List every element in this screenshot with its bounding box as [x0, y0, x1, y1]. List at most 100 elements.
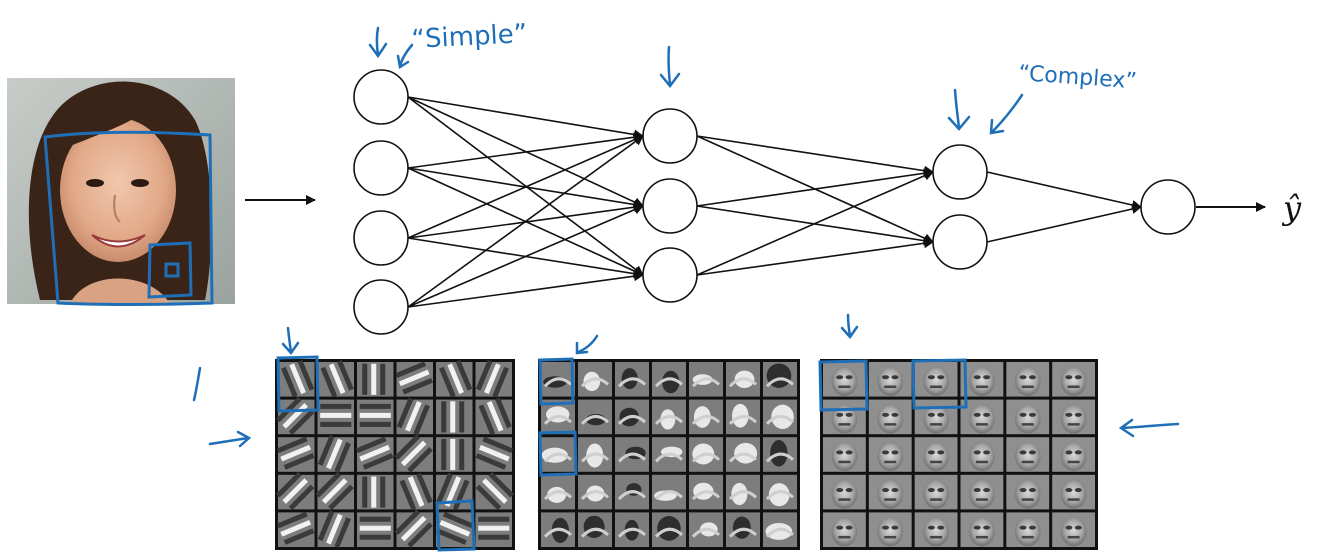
edge-l2-1-to-1 [696, 135, 934, 176]
node-layer3-2 [932, 214, 988, 270]
face-annotation-boxes [43, 130, 214, 306]
part-features-tile [689, 399, 723, 435]
face-features-tile [1006, 512, 1050, 547]
output-label: ŷ [1281, 189, 1302, 227]
part-features-tile [541, 512, 575, 547]
edge-l1-4-to-2 [407, 204, 644, 308]
edge-l1-2-to-1 [407, 132, 644, 169]
part-features-tile [652, 399, 686, 435]
edge-l1-3-to-1 [407, 134, 644, 239]
edge-features-tile [436, 437, 473, 472]
edge-features-tile [475, 359, 512, 398]
face-features-tile [823, 362, 866, 397]
part-features-tile [763, 437, 797, 472]
edge-features-tile [357, 362, 394, 397]
edge-features-tile [475, 436, 514, 472]
face-features-tile [960, 362, 1004, 397]
edge-l3-2-to-1 [986, 204, 1142, 243]
face-features-tile [1052, 474, 1095, 510]
part-features-tile [615, 362, 649, 397]
edge-l1-1-to-3 [407, 96, 644, 276]
edge-features-tile [394, 509, 433, 548]
part-features-tile [689, 474, 723, 510]
face-features-tile [868, 474, 912, 510]
edge-features-tile [396, 397, 433, 436]
edge-features-panel [275, 355, 515, 552]
network-edges [407, 96, 1142, 308]
part-features-tile [615, 437, 649, 472]
part-features-tile [726, 399, 760, 435]
part-features-tile [541, 399, 575, 435]
edge-features-tile [436, 399, 473, 435]
node-layer1-1 [353, 69, 409, 125]
face-features-tile [823, 512, 866, 547]
edge-features-tile [355, 436, 394, 472]
face-features-tile [960, 474, 1004, 510]
edge-features-tile [395, 361, 433, 397]
face-features-tile [823, 437, 866, 472]
edge-features-tile [315, 471, 354, 511]
face-features-tile [1052, 512, 1095, 547]
edge-l2-3-to-1 [696, 171, 934, 276]
part-features-tile [726, 512, 760, 547]
face-features-tile [1052, 399, 1095, 435]
part-features-tile [763, 474, 797, 510]
face-features-tile [1006, 437, 1050, 472]
node-layer1-3 [353, 210, 409, 266]
part-features-tile [541, 474, 575, 510]
face-features-tile [914, 362, 958, 397]
edge-features-tile [317, 435, 354, 473]
part-features-tile [652, 474, 686, 510]
face-features-tile [823, 399, 866, 435]
part-features-tile [615, 512, 649, 547]
part-features-tile [689, 512, 723, 547]
edge-features-tile [276, 436, 315, 472]
part-features-tile [763, 362, 797, 397]
edge-l2-2-to-1 [696, 168, 934, 207]
face-features-tile [1052, 362, 1095, 397]
part-features-tile [578, 474, 612, 510]
face-features-tile [914, 399, 958, 435]
edge-features-tile [278, 359, 315, 398]
edge-l1-1-to-1 [407, 96, 644, 140]
face-features-tile [914, 474, 958, 510]
part-features-tile [541, 362, 575, 397]
annotation-complex: “Complex” [1018, 61, 1138, 94]
part-features-tile [689, 362, 723, 397]
node-layer2-3 [642, 247, 698, 303]
face-features-tile [914, 437, 958, 472]
part-features-tile [763, 399, 797, 435]
part-features-tile [726, 474, 760, 510]
part-features-tile [689, 437, 723, 472]
part-features-tile [652, 362, 686, 397]
edge-features-tile [276, 396, 315, 435]
edge-features-tile [436, 511, 474, 547]
face-features-tile [868, 399, 912, 435]
edge-features-tile [394, 434, 433, 473]
edge-features-tile [317, 399, 354, 435]
edge-features-tile [317, 359, 354, 398]
edge-features-tile [357, 399, 394, 435]
node-layer2-1 [642, 108, 698, 164]
face-features-panel [818, 358, 1098, 550]
edge-features-tile [357, 512, 394, 547]
part-features-panel [538, 357, 800, 550]
face-features-tile [1006, 474, 1050, 510]
face-features-tile [823, 474, 866, 510]
network-nodes [353, 69, 1196, 335]
edge-features-tile [396, 472, 433, 511]
part-features-tile [578, 362, 612, 397]
face-features-tile [960, 399, 1004, 435]
edge-features-tile [475, 471, 514, 511]
node-layer1-4 [353, 279, 409, 335]
part-features-tile [615, 399, 649, 435]
face-features-tile [1052, 437, 1095, 472]
face-features-tile [960, 512, 1004, 547]
input-face-image [7, 78, 235, 304]
part-features-tile [726, 362, 760, 397]
face-features-tile [868, 437, 912, 472]
face-features-tile [914, 512, 958, 547]
annotation-marks [192, 26, 1180, 448]
annotation-simple: “Simple” [411, 19, 528, 55]
